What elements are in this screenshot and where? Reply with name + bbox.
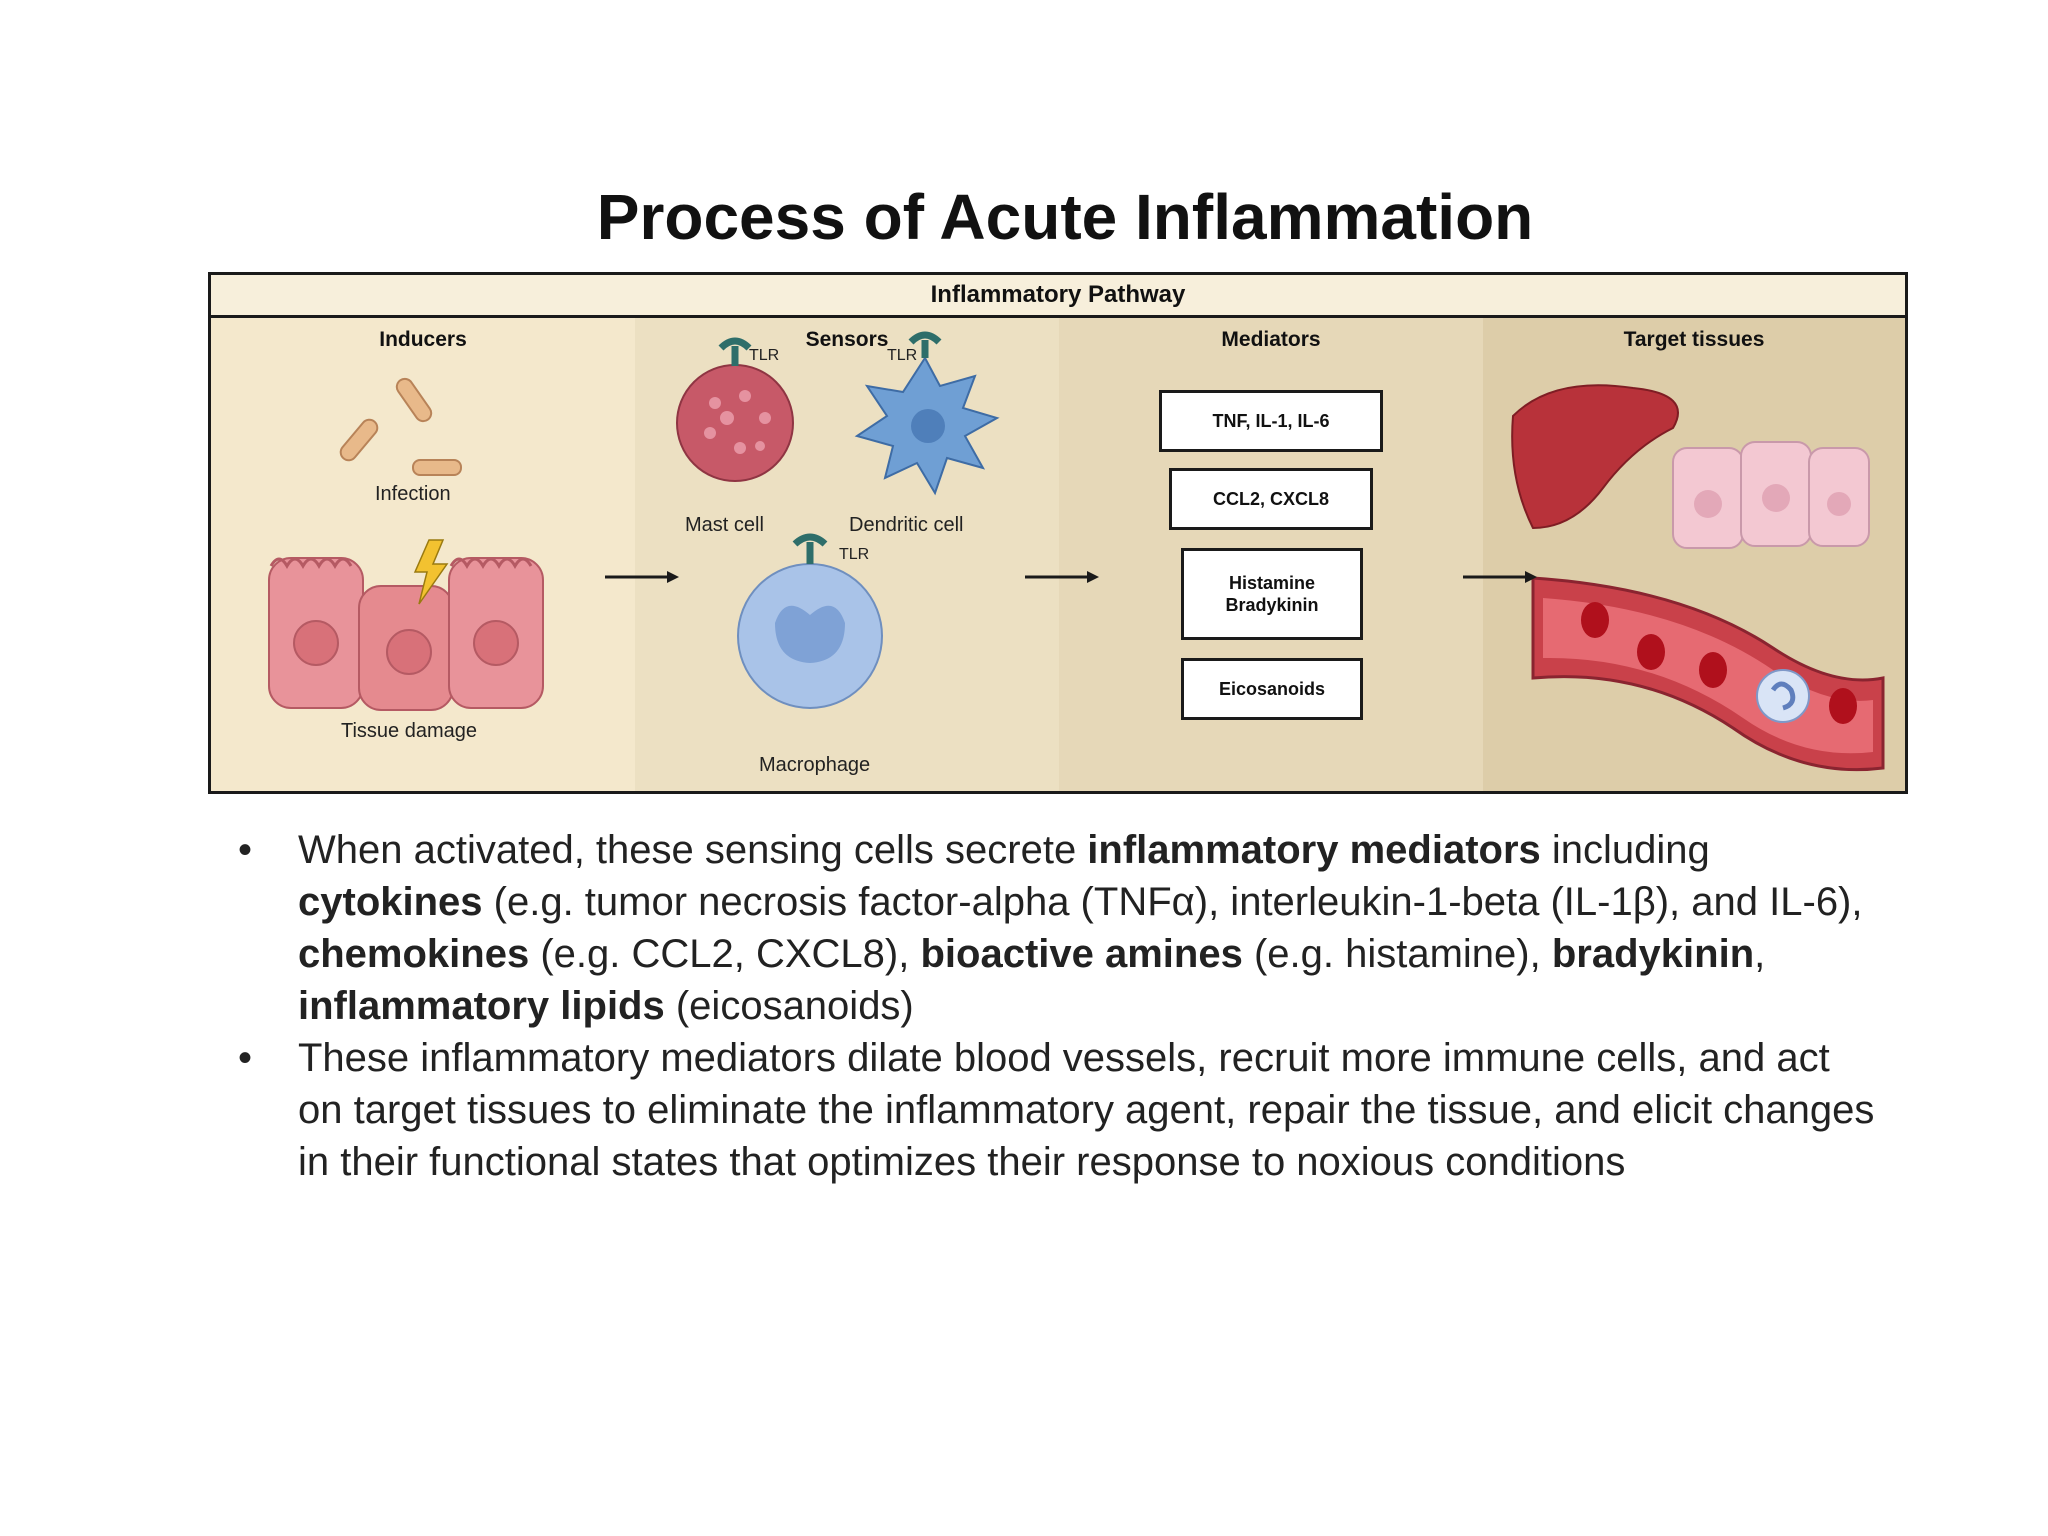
bullet-text: These inflammatory mediators dilate bloo… bbox=[298, 1036, 1875, 1184]
target-tissues-illustration bbox=[1511, 384, 1885, 772]
mediator-box-amines: Histamine Bradykinin bbox=[1181, 548, 1363, 640]
panel-title-target-tissues: Target tissues bbox=[1623, 328, 1765, 351]
arrow-sensors-to-mediators bbox=[1025, 571, 1099, 583]
bullet-list: • When activated, these sensing cells sec… bbox=[238, 824, 1878, 1188]
panel-target-tissues: Target tissues bbox=[1483, 318, 1905, 791]
macrophage-illustration bbox=[737, 533, 883, 709]
label-dendritic-cell: Dendritic cell bbox=[849, 514, 964, 536]
panel-title-sensors: Sensors bbox=[805, 328, 889, 351]
bullet-bold-term: bradykinin bbox=[1551, 932, 1755, 976]
label-macrophage: Macrophage bbox=[759, 754, 871, 776]
bullet-text: When activated, these sensing cells secr… bbox=[298, 828, 1088, 872]
bullet-text: (e.g. CCL2, CXCL8), bbox=[529, 932, 921, 976]
mediator-box-cytokines: TNF, IL-1, IL-6 bbox=[1159, 390, 1383, 452]
label-tlr-3: TLR bbox=[839, 546, 870, 563]
bullet-bold-term: chemokines bbox=[298, 932, 530, 976]
panel-mediators: Mediators TNF, IL-1, IL-6 CCL2, CXCL8 Hi… bbox=[1059, 318, 1483, 791]
label-tlr-2: TLR bbox=[749, 347, 780, 364]
tissue-damage-illustration bbox=[268, 539, 544, 711]
bullet-item: • When activated, these sensing cells sec… bbox=[238, 824, 1878, 1032]
bullet-text: including bbox=[1540, 828, 1710, 872]
bullet-bold-term: bioactive amines bbox=[920, 932, 1243, 976]
arrow-inducers-to-sensors bbox=[605, 571, 679, 583]
panel-title-inducers: Inducers bbox=[379, 328, 467, 351]
slide-title: Process of Acute Inflammation bbox=[596, 181, 1534, 253]
panel-sensors: Sensors TLR TLR Mast cell Dendritic cell… bbox=[635, 318, 1059, 791]
mast-cell-illustration bbox=[676, 337, 794, 482]
mediator-box-eicosanoids: Eicosanoids bbox=[1181, 658, 1363, 720]
label-mast-cell: Mast cell bbox=[685, 514, 764, 536]
bullet-text: (eicosanoids) bbox=[664, 984, 914, 1028]
label-tissue-damage: Tissue damage bbox=[341, 720, 477, 742]
panel-title-mediators: Mediators bbox=[1221, 328, 1321, 351]
mediator-box-chemokines: CCL2, CXCL8 bbox=[1169, 468, 1373, 530]
bullet-text: , bbox=[1754, 932, 1766, 976]
bullet-symbol: • bbox=[238, 1036, 253, 1080]
dendritic-cell-illustration bbox=[854, 331, 1000, 496]
mediator-bradykinin: Bradykinin bbox=[1225, 595, 1319, 615]
inflammatory-pathway-figure: Inflammatory Pathway Inducers Infection bbox=[208, 272, 1908, 794]
arrow-mediators-to-targets bbox=[1463, 571, 1537, 583]
bullet-item: • These inflammatory mediators dilate blo… bbox=[238, 1032, 1878, 1188]
bullet-bold-term: inflammatory mediators bbox=[1087, 828, 1541, 872]
label-tlr-1: TLR bbox=[887, 347, 918, 364]
bullet-text: (e.g. histamine), bbox=[1242, 932, 1552, 976]
bullet-bold-term: inflammatory lipids bbox=[298, 984, 665, 1028]
mediator-histamine: Histamine bbox=[1228, 573, 1316, 593]
bullet-symbol: • bbox=[238, 828, 253, 872]
panel-inducers: Inducers Infection Tissue damage bbox=[211, 318, 635, 791]
figure-header: Inflammatory Pathway bbox=[211, 275, 1905, 318]
bullet-text: (e.g. tumor necrosis factor-alpha (TNFα)… bbox=[482, 880, 1863, 924]
bullet-bold-term: cytokines bbox=[298, 880, 483, 924]
label-infection: Infection bbox=[375, 483, 451, 505]
bacteria-illustration bbox=[339, 377, 462, 476]
